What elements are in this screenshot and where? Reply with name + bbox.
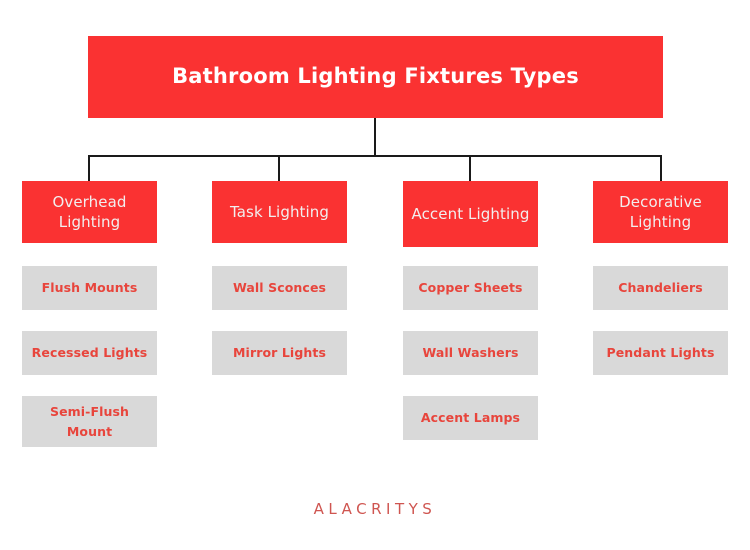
connector-stem-root (374, 118, 376, 156)
leaf-label: Wall Washers (422, 345, 519, 361)
category-box-overhead[interactable]: Overhead Lighting (22, 181, 157, 243)
leaf-box[interactable]: Semi-Flush Mount (22, 396, 157, 447)
leaf-label: Wall Sconces (232, 280, 327, 296)
category-box-decorative[interactable]: Decorative Lighting (593, 181, 728, 243)
connector-drop-accent (469, 155, 471, 182)
page-title: Bathroom Lighting Fixtures Types (172, 64, 579, 89)
leaf-box[interactable]: Recessed Lights (22, 331, 157, 375)
leaf-label: Accent Lamps (420, 410, 521, 426)
brand-wordmark: ALACRITYS (313, 500, 437, 518)
leaf-label: Flush Mounts (41, 280, 138, 296)
leaf-label: Semi-Flush Mount (49, 404, 130, 439)
leaf-box[interactable]: Copper Sheets (403, 266, 538, 310)
category-label-accent: Accent Lighting (411, 204, 530, 223)
leaf-box[interactable]: Chandeliers (593, 266, 728, 310)
category-label-task: Task Lighting (229, 202, 330, 221)
leaf-label: Recessed Lights (31, 345, 148, 361)
category-label-overhead: Overhead Lighting (52, 192, 127, 231)
category-box-accent[interactable]: Accent Lighting (403, 181, 538, 247)
leaf-box[interactable]: Mirror Lights (212, 331, 347, 375)
connector-drop-overhead (88, 155, 90, 182)
leaf-label: Chandeliers (618, 280, 703, 296)
leaf-box[interactable]: Pendant Lights (593, 331, 728, 375)
category-box-task[interactable]: Task Lighting (212, 181, 347, 243)
leaf-box[interactable]: Wall Washers (403, 331, 538, 375)
leaf-label: Pendant Lights (606, 345, 715, 361)
category-label-decorative: Decorative Lighting (619, 192, 702, 231)
leaf-label: Copper Sheets (418, 280, 523, 296)
leaf-box[interactable]: Flush Mounts (22, 266, 157, 310)
connector-drop-task (278, 155, 280, 182)
leaf-box[interactable]: Accent Lamps (403, 396, 538, 440)
leaf-label: Mirror Lights (233, 345, 326, 361)
leaf-box[interactable]: Wall Sconces (212, 266, 347, 310)
connector-horizontal-bus (88, 155, 662, 157)
connector-drop-decorative (660, 155, 662, 182)
diagram-title-box: Bathroom Lighting Fixtures Types (88, 36, 663, 118)
